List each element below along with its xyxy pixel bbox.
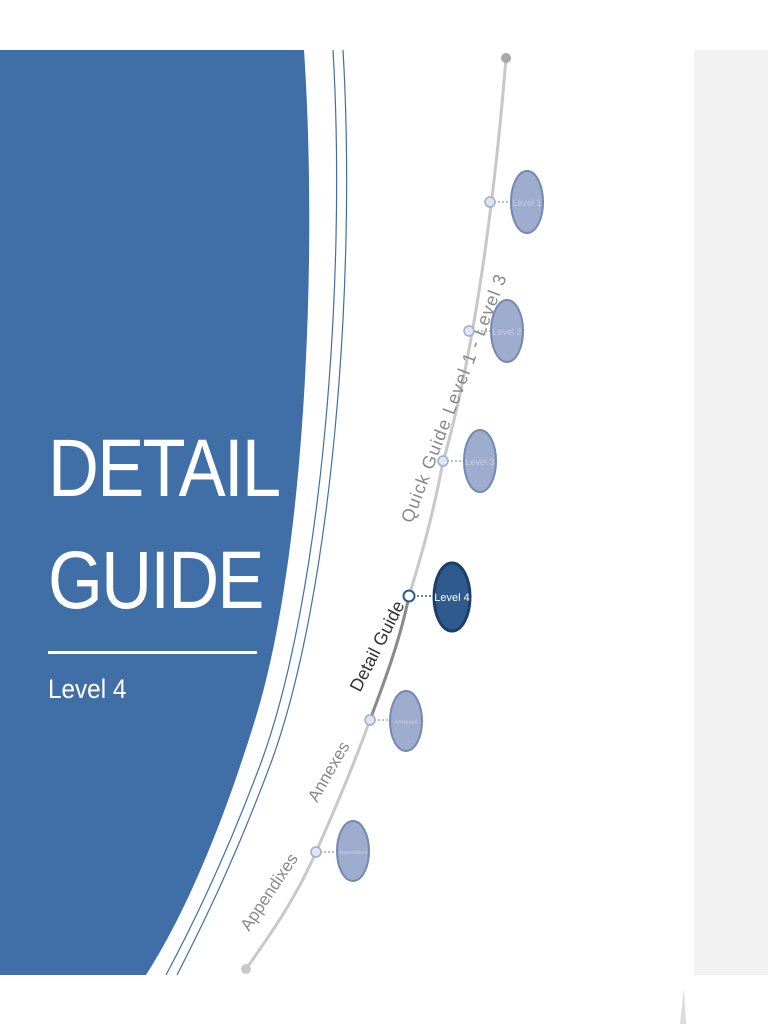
node-level-2: Level 2 [463, 299, 524, 363]
node-label: Level 3 [465, 457, 494, 467]
accent-curve-1 [165, 49, 338, 976]
node-label: Appendixes [339, 850, 368, 856]
title-line-detail: DETAIL [48, 423, 281, 514]
subtitle-level: Level 4 [48, 674, 127, 704]
label-annexes: Annexes [304, 738, 354, 805]
node-appendixes: Appendixes [310, 820, 370, 882]
node-level-4: Level 4 [402, 561, 472, 633]
track-end-dot [241, 964, 251, 974]
label-quick-guide: Quick Guide Level 1 - Level 3 [397, 271, 511, 526]
node-label: Annexes [394, 720, 417, 726]
bottom-edge-mark [680, 988, 686, 1024]
node-level-1: Level 1 [484, 170, 544, 234]
node-label: Level 4 [434, 592, 469, 604]
label-detail-guide: Detail Guide [346, 597, 409, 694]
node-label: Level 2 [492, 327, 521, 337]
accent-curve-2 [176, 49, 348, 976]
track-start-dot [501, 53, 511, 63]
label-appendixes: Appendixes [237, 850, 302, 934]
title-line-guide: GUIDE [48, 535, 264, 626]
title-underline [48, 651, 257, 654]
node-label: Level 1 [512, 198, 541, 208]
timeline-track-active [368, 595, 411, 721]
blue-panel [0, 50, 310, 975]
side-margin-strip [694, 50, 768, 975]
node-level-3: Level 3 [437, 429, 497, 493]
node-annexes: Annexes [364, 690, 423, 752]
